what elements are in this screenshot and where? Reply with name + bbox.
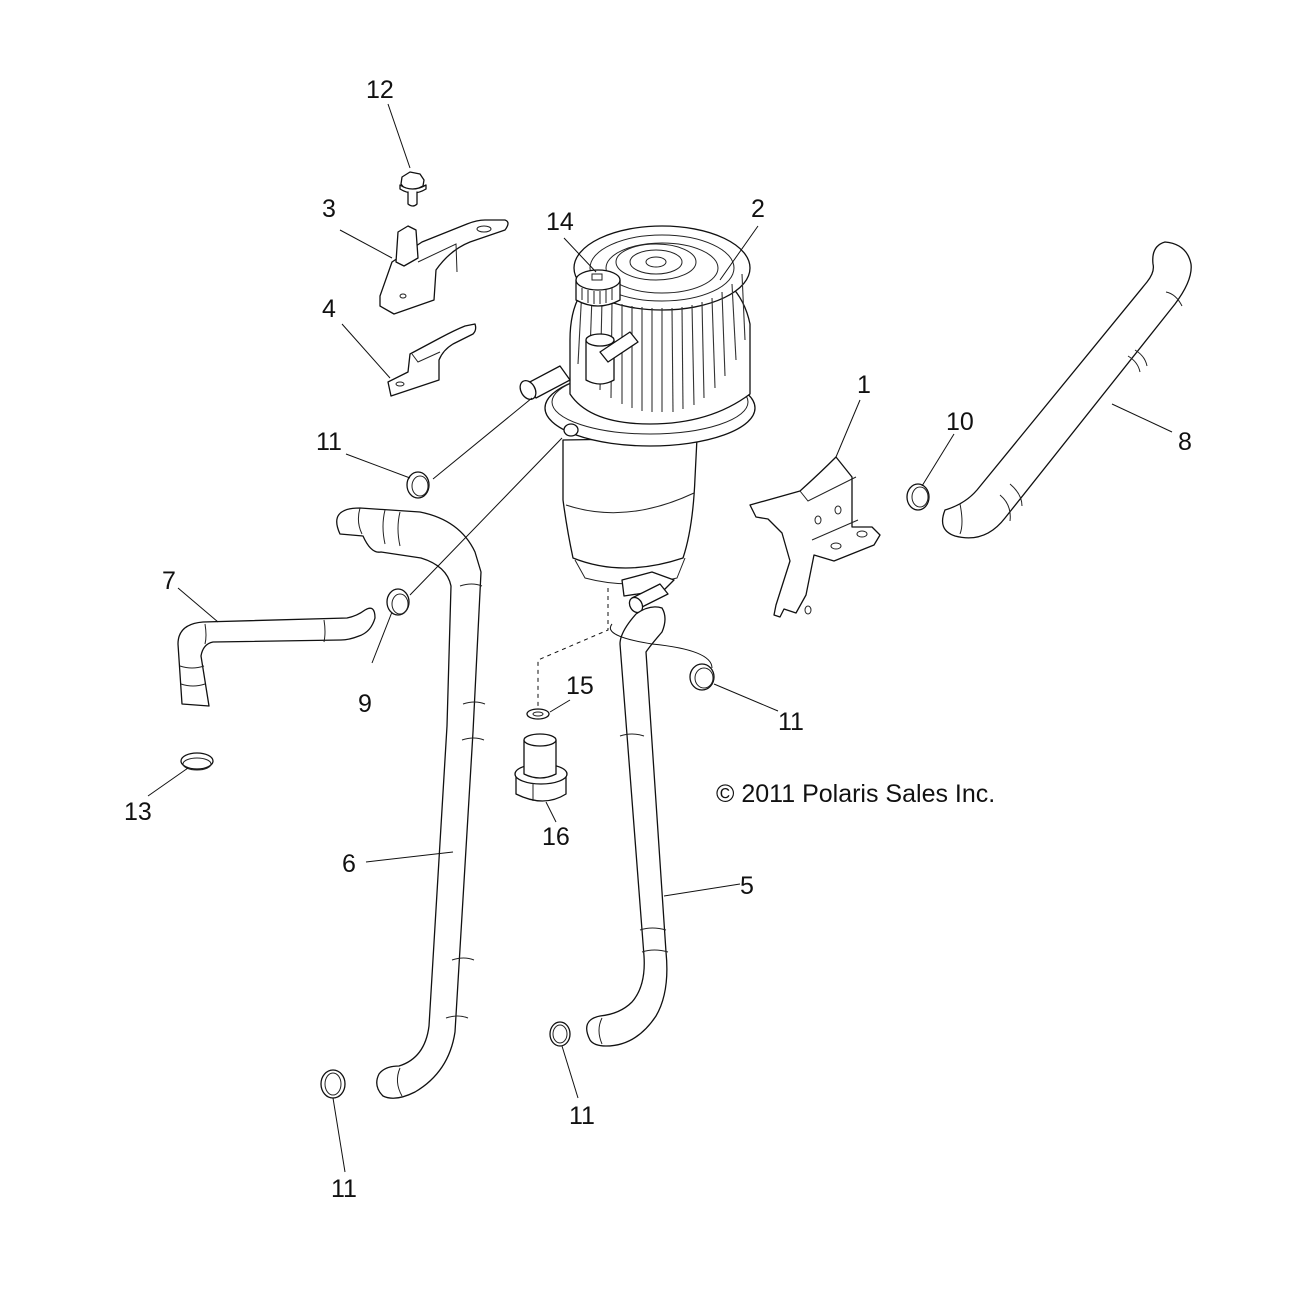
callout-2: 2 (751, 195, 765, 223)
callout-7: 7 (162, 567, 176, 595)
callout-9: 9 (358, 690, 372, 718)
callout-5: 5 (740, 872, 754, 900)
callout-15: 15 (566, 672, 594, 700)
callout-3: 3 (322, 195, 336, 223)
hose-part (586, 606, 669, 1047)
flange-bolt-part (399, 171, 427, 207)
long-hose-part (336, 507, 486, 1099)
callout-11-right: 11 (778, 708, 804, 736)
dipstick-cap-part (575, 269, 621, 307)
callout-14: 14 (546, 208, 574, 236)
callout-11-bottom-center: 11 (569, 1102, 595, 1130)
leader-lines (147, 103, 1173, 1173)
clamp-11-bottom-center (549, 1021, 571, 1047)
clamp-9 (386, 588, 410, 616)
callout-4: 4 (322, 295, 336, 323)
callout-11-bottom-left: 11 (331, 1175, 357, 1203)
sealing-washer-part (526, 708, 550, 720)
copyright-notice: © 2011 Polaris Sales Inc. (716, 780, 996, 808)
elbow-hose-part (177, 607, 376, 707)
clamp-11-top (406, 471, 430, 499)
clamp-11-right (689, 663, 715, 691)
callout-12: 12 (366, 76, 394, 104)
callout-16: 16 (542, 823, 570, 851)
callout-1: 1 (857, 371, 871, 399)
lower-strap-bracket-part (387, 323, 477, 397)
upper-strap-bracket-part (379, 219, 509, 315)
clamp-13 (180, 752, 214, 771)
callout-10: 10 (946, 408, 974, 436)
callout-13: 13 (124, 798, 152, 826)
vent-hose-part (941, 241, 1192, 539)
oil-tank-part (519, 225, 756, 614)
callout-6: 6 (342, 850, 356, 878)
mounting-bracket-part (749, 456, 881, 618)
drain-plug-part (514, 733, 568, 802)
clamp-11-bottom-left (320, 1069, 346, 1099)
clamp-10 (906, 483, 930, 511)
hose-clamps (180, 471, 930, 1099)
callout-11-top: 11 (316, 428, 342, 456)
callout-8: 8 (1178, 428, 1192, 456)
